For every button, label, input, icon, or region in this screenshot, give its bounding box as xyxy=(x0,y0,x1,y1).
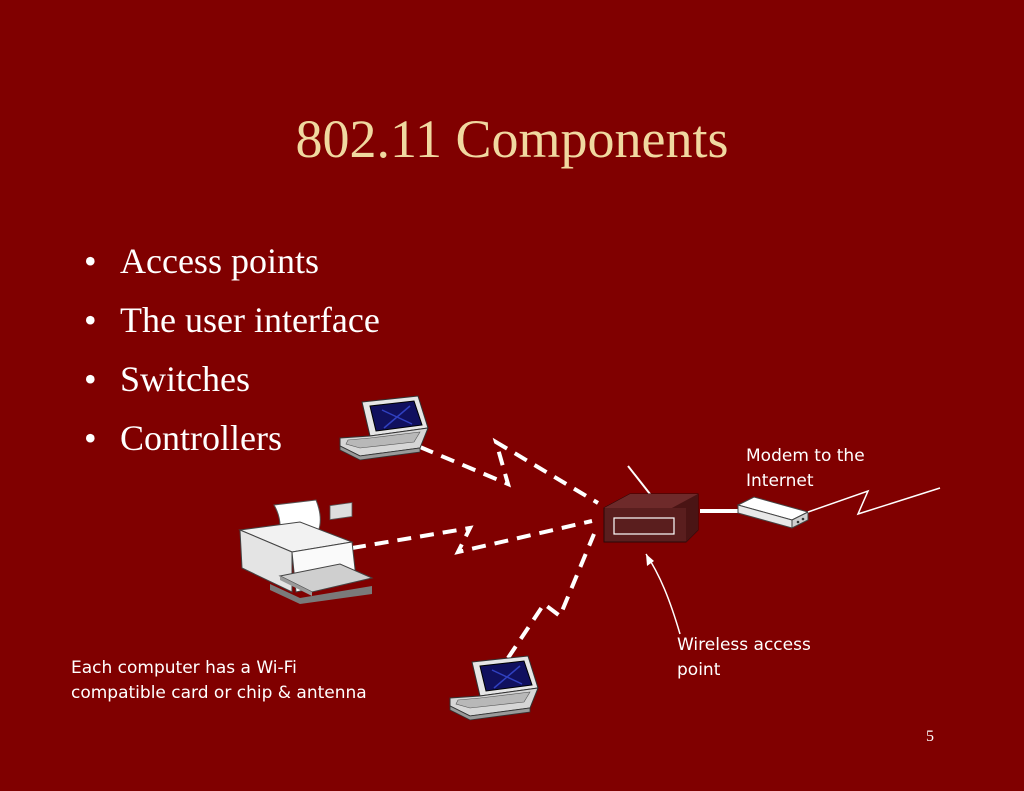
page-number: 5 xyxy=(926,728,934,745)
access-point-callout-line xyxy=(645,553,681,635)
bullet-text: The user interface xyxy=(120,300,380,340)
laptop-top xyxy=(339,395,429,461)
access-point-antenna xyxy=(627,465,651,495)
bullet-glyph: • xyxy=(84,359,97,399)
bullet-item: • Access points xyxy=(84,236,380,295)
printer xyxy=(238,499,374,604)
bullet-glyph: • xyxy=(84,418,97,458)
slide-title: 802.11 Components xyxy=(295,109,729,169)
bullet-item: • Controllers xyxy=(84,413,380,472)
access-point-label: Wireless access point xyxy=(677,635,811,680)
modem-label: Modem to the Internet xyxy=(746,446,865,491)
bullet-list: • Access points • The user interface • Swit… xyxy=(84,236,380,472)
bullet-text: Controllers xyxy=(120,418,282,458)
bullet-text: Switches xyxy=(120,359,250,399)
callout-arrowhead xyxy=(646,554,654,566)
internet-link xyxy=(807,487,941,516)
bullet-item: • The user interface xyxy=(84,295,380,354)
wireless-link-top-laptop xyxy=(419,437,600,505)
bullet-text: Access points xyxy=(120,241,319,281)
bullet-item: • Switches xyxy=(84,354,380,413)
wireless-access-point xyxy=(603,465,699,543)
wireless-link-printer xyxy=(351,519,593,555)
access-point-panel xyxy=(613,517,675,535)
modem xyxy=(736,496,810,529)
bullet-glyph: • xyxy=(84,241,97,281)
laptop-bottom xyxy=(449,655,539,721)
bullet-glyph: • xyxy=(84,300,97,340)
wireless-link-bottom-laptop xyxy=(506,533,596,660)
computers-label: Each computer has a Wi-Fi compatible car… xyxy=(71,658,367,703)
